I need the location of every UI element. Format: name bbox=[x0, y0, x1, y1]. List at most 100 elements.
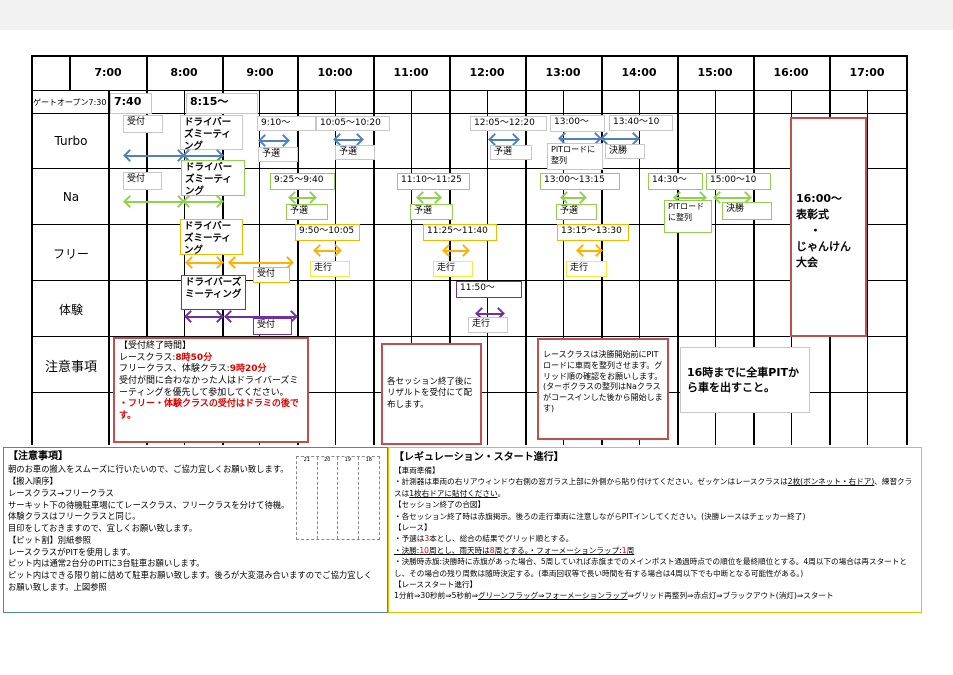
row-label-gate: ゲートオープン7:30 bbox=[33, 98, 107, 107]
race-text: 本とし、総合の結果でグリッド順とする。 bbox=[429, 534, 574, 544]
vehicle-text: ・計測器は車両の右リアウィンドウ右側の窓ガラス上部に外側から貼り付けてください。… bbox=[394, 477, 788, 487]
na-q2-time: 11:10〜11:25 bbox=[397, 173, 470, 190]
start-text: 1分前⇒30秒前⇒5秒前⇒ bbox=[394, 591, 478, 601]
pit-label: 20 bbox=[318, 457, 338, 539]
award-time: 16:00〜 bbox=[796, 192, 843, 205]
turbo-arrow bbox=[602, 138, 638, 140]
time-header: 12:00 bbox=[469, 66, 505, 79]
free-label: フリークラス、体験クラス: bbox=[119, 364, 230, 375]
time-header: 16:00 bbox=[773, 66, 809, 79]
free-s1: 走行 bbox=[310, 261, 350, 277]
taiken-arrow bbox=[226, 316, 296, 318]
deadline-text: 受付が間に合わなかった人はドライバーズミーティングを優先して参加してください。 bbox=[119, 376, 299, 398]
na-final-time: 15:00〜10 bbox=[706, 173, 771, 190]
top-bar bbox=[0, 0, 953, 30]
time-header: 13:00 bbox=[545, 66, 581, 79]
free-deadline: 9時20分 bbox=[229, 364, 267, 375]
na-q3-time: 13:00〜13:15 bbox=[540, 173, 620, 190]
final-laps: 10 bbox=[419, 545, 430, 555]
free-s3-time: 13:15〜13:30 bbox=[557, 224, 629, 241]
turbo-drivers-meeting: ドライバーズミーティング bbox=[180, 115, 243, 152]
na-arrow bbox=[184, 201, 222, 203]
result-note: 各セッション終了後にリザルトを受付にて配布します。 bbox=[381, 343, 482, 445]
race-text: 周とし、雨天時は bbox=[429, 545, 490, 555]
caution-line: 【ピット割】別紙参照 bbox=[8, 534, 91, 545]
turbo-pit-time: 13:00〜 bbox=[550, 115, 605, 132]
pit-label: 18 bbox=[365, 457, 372, 463]
turbo-arrow bbox=[184, 155, 222, 157]
start-text: グリーンフラッグ⇒フォーメーションラップ bbox=[477, 591, 628, 601]
turbo-arrow bbox=[335, 139, 362, 141]
time-header: 17:00 bbox=[849, 66, 885, 79]
turbo-arrow bbox=[260, 140, 288, 142]
race-heading: 【レース】 bbox=[394, 522, 432, 532]
free-s1-time: 9:50〜10:05 bbox=[295, 224, 360, 241]
free-arrow bbox=[187, 262, 222, 264]
turbo-reception: 受付 bbox=[123, 115, 163, 133]
caution-line: 体験クラスはフリークラスと同じ。 bbox=[8, 511, 141, 522]
na-drivers-meeting: ドライバーズミーティング bbox=[181, 160, 245, 197]
caution-line: レースクラスがPITを使用します。 bbox=[8, 546, 136, 557]
award-label: 表彰式 bbox=[796, 207, 829, 221]
regulation-title: 【レギュレーション・スタート進行】 bbox=[394, 452, 564, 463]
caution-title: 【注意事項】 bbox=[8, 451, 68, 462]
vehicle-text: 2枚(ボンネット・右ドア) bbox=[787, 477, 875, 487]
caution-line: 朝のお車の搬入をスムーズに行いたいので、ご協力宜しくお願い致します。 bbox=[8, 464, 289, 475]
race-text: 周とする。・フォーメーションラップ: bbox=[494, 545, 622, 555]
award-janken: じゃんけん bbox=[796, 239, 851, 253]
award-taikai: 大会 bbox=[796, 255, 818, 269]
na-arrow bbox=[675, 197, 705, 199]
na-reception: 受付 bbox=[123, 172, 162, 190]
na-q2: 予選 bbox=[410, 204, 453, 220]
na-arrow bbox=[562, 197, 585, 199]
taiken-s1: 走行 bbox=[468, 317, 508, 333]
vehicle-text: 、練習クラスは bbox=[394, 477, 913, 498]
time-header: 7:00 bbox=[94, 66, 122, 79]
turbo-final-time: 13:40〜10 bbox=[609, 115, 673, 131]
vehicle-text: 1枚右ドアに貼付ください bbox=[409, 488, 498, 498]
start-text: ⇒グリッド再整列⇒赤点灯⇒ブラックアウト(消灯)⇒スタート bbox=[627, 591, 834, 601]
time-header: 10:00 bbox=[317, 66, 353, 79]
free-drivers-meeting: ドライバーズミーティング bbox=[180, 219, 243, 256]
na-arrow bbox=[125, 201, 183, 203]
taiken-s1-time: 11:50〜 bbox=[456, 281, 522, 298]
time-header: 14:00 bbox=[621, 66, 657, 79]
time-header: 8:00 bbox=[170, 66, 198, 79]
turbo-q1: 予選 bbox=[258, 147, 298, 162]
red-flag-text: ・決勝時赤旗:決勝時に赤旗があった場合、5周していれば赤旗までのメインポスト通過… bbox=[394, 557, 907, 578]
caution-box: 【注意事項】 朝のお車の搬入をスムーズに行いたいので、ご協力宜しくお願い致します… bbox=[3, 447, 388, 613]
row-label-turbo: Turbo bbox=[54, 134, 88, 148]
free-arrow bbox=[444, 250, 468, 252]
pit-label: 19 bbox=[338, 457, 359, 539]
free-arrow bbox=[230, 262, 292, 264]
taiken-drivers-meeting: ドライバーズミーティング bbox=[181, 275, 246, 310]
race-label: レースクラス: bbox=[119, 352, 176, 363]
rain-laps: 8 bbox=[489, 545, 495, 555]
taiken-arrow bbox=[186, 316, 222, 318]
row-label-notes: 注意事項 bbox=[44, 360, 97, 375]
pit-label: 21 bbox=[297, 457, 318, 539]
row-label-na: Na bbox=[62, 190, 80, 204]
na-arrow bbox=[290, 197, 315, 199]
free-s3: 走行 bbox=[566, 261, 607, 277]
taiken-arrow bbox=[477, 313, 503, 315]
caution-line: ピット内はできる限り前に詰めて駐車お願い致します。後ろが大変混み合いますのでご協… bbox=[8, 570, 373, 592]
turbo-q2-time: 10:05〜10:20 bbox=[316, 116, 390, 131]
vehicle-text: 。 bbox=[497, 488, 506, 498]
deadline-title: 【受付終了時間】 bbox=[119, 341, 192, 351]
deadline-note: 【受付終了時間】 レースクラス:8時50分 フリークラス、体験クラス:9時20分… bbox=[113, 337, 309, 443]
deadline-warning: ・フリー・体験クラスの受付はドラミの後です。 bbox=[119, 399, 299, 422]
pit-layout-diagram: 21 20 19 18 bbox=[296, 456, 380, 540]
na-arrow bbox=[418, 197, 440, 199]
na-pit-time: 14:30〜 bbox=[648, 173, 703, 190]
session-heading: 【セッション終了の合図】 bbox=[394, 500, 486, 510]
turbo-pit: PITロードに整列 bbox=[547, 143, 603, 170]
caution-line: 【搬入順序】 bbox=[8, 475, 58, 486]
turbo-q2: 予選 bbox=[335, 145, 375, 160]
turbo-arrow bbox=[125, 155, 183, 157]
exit-note: 16時までに全車PITから車を出すこと。 bbox=[680, 347, 810, 413]
na-q1-time: 9:25〜9:40 bbox=[270, 173, 335, 190]
turbo-final: 決勝 bbox=[605, 144, 645, 159]
free-s2: 走行 bbox=[433, 261, 473, 277]
turbo-arrow bbox=[490, 139, 518, 141]
